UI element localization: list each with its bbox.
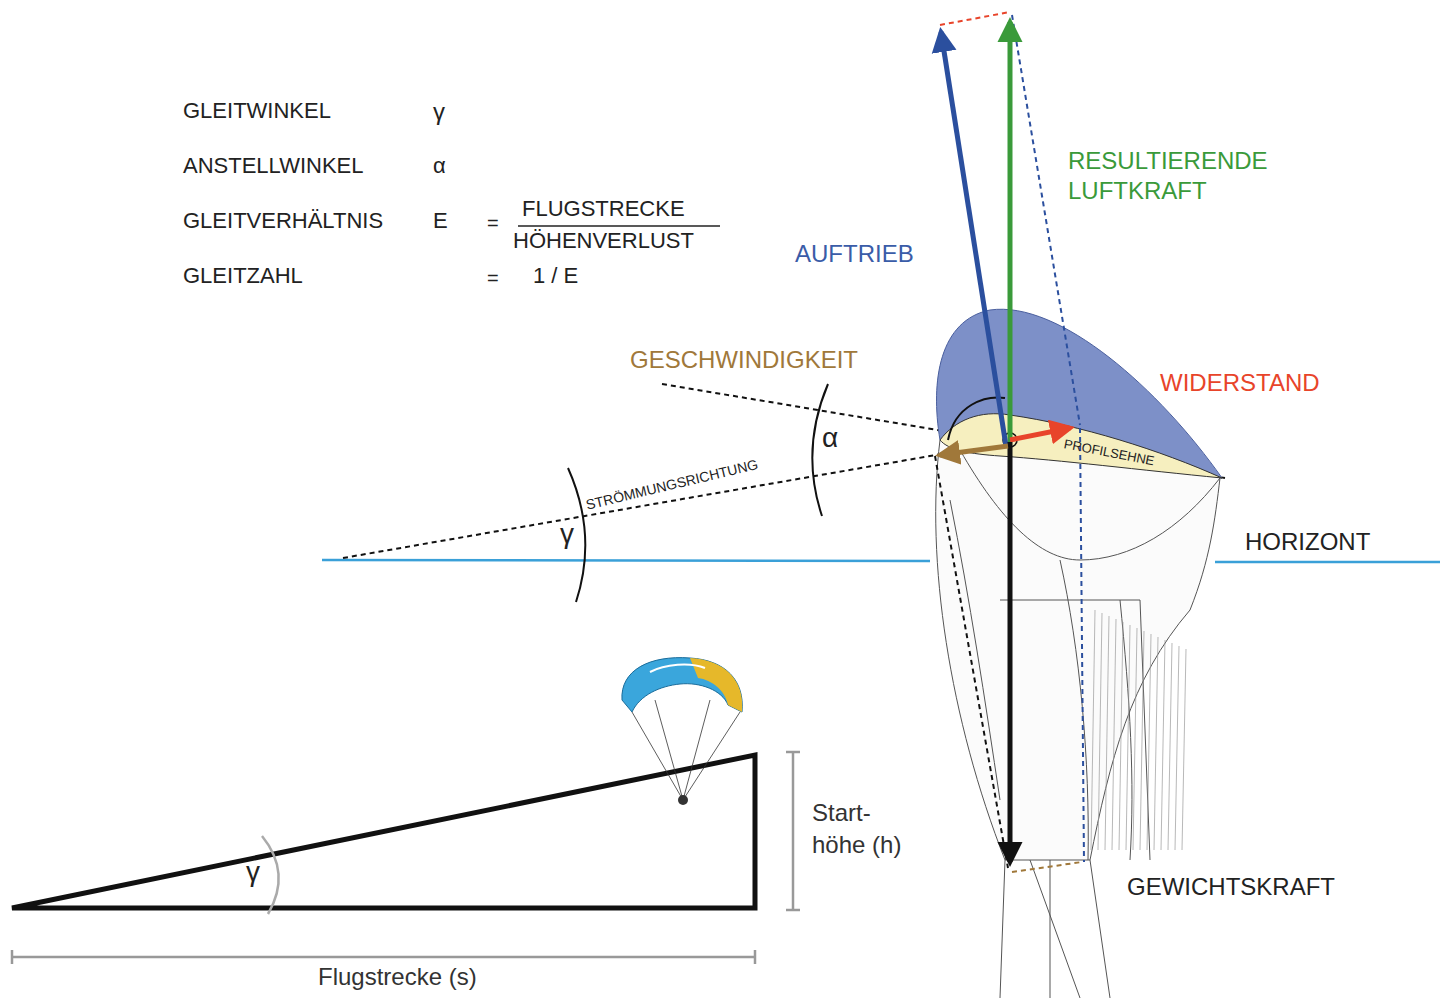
horizon-line: [1215, 561, 1440, 564]
texture-stroke: [1091, 610, 1095, 850]
glide-triangle: [12, 755, 755, 908]
texture-stroke: [1119, 622, 1123, 850]
flow-label: STRÖMMUNGSRICHTUNG: [584, 456, 759, 513]
fraction-numerator: FLUGSTRECKE: [522, 196, 685, 221]
formula-label: 1 / E: [533, 263, 578, 288]
construction-line: [1012, 862, 1082, 872]
texture-stroke: [1182, 649, 1186, 850]
symbol-label: α: [433, 153, 446, 178]
fraction-denominator: HÖHENVERLUST: [513, 228, 694, 253]
term-label: GLEITZAHL: [183, 263, 303, 288]
force-label: GESCHWINDIGKEIT: [630, 346, 858, 374]
drag-arrow: [1010, 428, 1070, 440]
term-label: GLEITWINKEL: [183, 98, 331, 123]
equals-sign: =: [487, 212, 499, 235]
construction-line: [940, 12, 1010, 25]
flow-direction-line: [343, 443, 1005, 558]
angle-arc: [262, 836, 279, 914]
force-label: AUFTRIEB: [795, 240, 914, 268]
texture-stroke: [1140, 631, 1144, 850]
term-label: GLEITVERHÄLTNIS: [183, 208, 383, 233]
velocity-arrow: [940, 446, 1008, 455]
angle-label: γ: [246, 856, 260, 888]
angle-label: γ: [560, 518, 574, 550]
force-label: WIDERSTAND: [1160, 369, 1320, 397]
distance-label: Flugstrecke (s): [318, 963, 477, 991]
dimension-line: [12, 752, 800, 964]
harness-texture: [1091, 610, 1186, 850]
symbol-label: γ: [433, 98, 445, 126]
construction-line: [1080, 428, 1084, 862]
height-label: Start- höhe (h): [812, 797, 920, 862]
texture-stroke: [1147, 634, 1151, 850]
weight-arrow: [1008, 442, 1013, 862]
texture-stroke: [1168, 643, 1172, 850]
texture-stroke: [1126, 625, 1130, 850]
pilot-harness: [936, 440, 1220, 998]
angle-label: α: [822, 422, 838, 454]
lift-arrow: [941, 32, 1006, 446]
texture-stroke: [1105, 616, 1109, 850]
texture-stroke: [1154, 637, 1158, 850]
angle-arc: [948, 397, 1005, 440]
construction-line: [1012, 15, 1080, 425]
term-label: ANSTELLWINKEL: [183, 153, 364, 178]
horizon-line: [322, 560, 930, 561]
construction-line: [935, 456, 1008, 868]
texture-stroke: [1112, 619, 1116, 850]
fraction-bar: [518, 225, 720, 227]
force-label: RESULTIERENDE LUFTKRAFT: [1068, 146, 1318, 206]
horizon-label: HORIZONT: [1245, 528, 1370, 556]
force-label: GEWICHTSKRAFT: [1127, 873, 1335, 901]
paraglider-icon: [622, 658, 742, 805]
equals-sign: =: [487, 267, 499, 290]
texture-stroke: [1175, 646, 1179, 850]
symbol-label: E: [433, 208, 448, 233]
texture-stroke: [1161, 640, 1165, 850]
texture-stroke: [1133, 628, 1137, 850]
texture-stroke: [1098, 613, 1102, 850]
resultant-force-arrow: [1008, 22, 1013, 442]
